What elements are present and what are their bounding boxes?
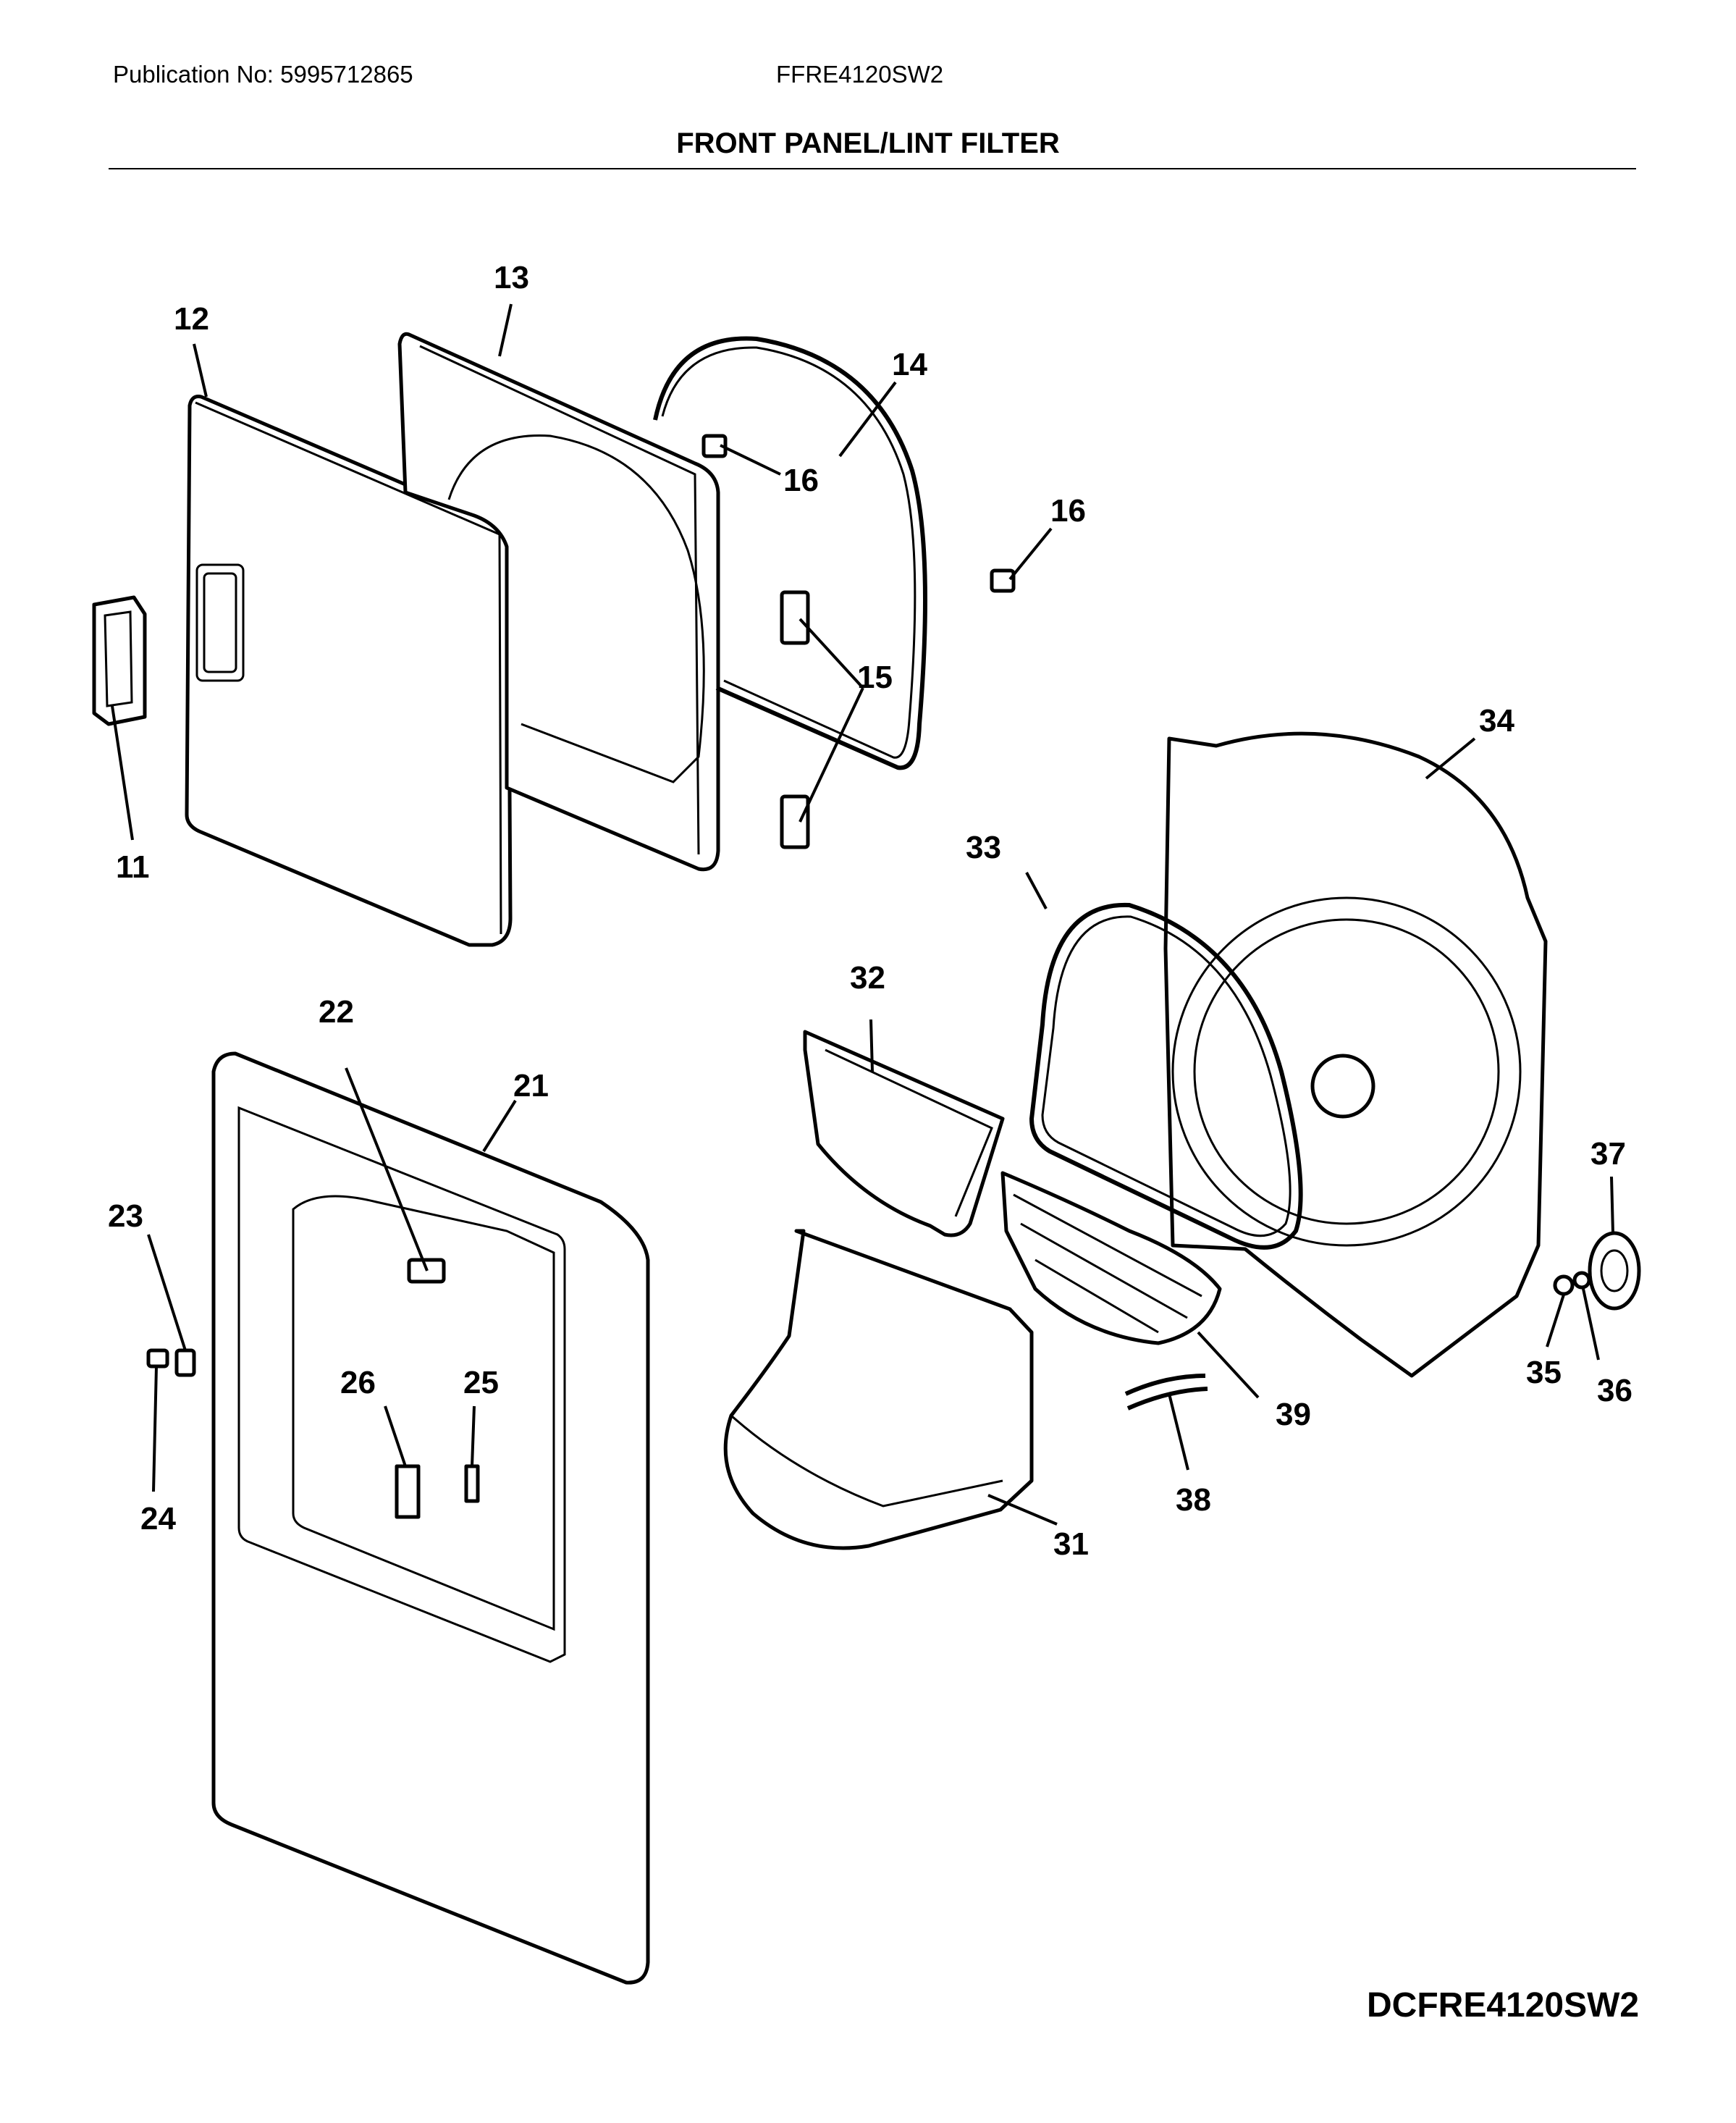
callout-37: 37 (1590, 1136, 1626, 1172)
part-32-lint-filter (803, 1030, 1005, 1237)
callout-32: 32 (850, 960, 885, 996)
header-rule (109, 168, 1636, 169)
part-21-front-panel (211, 1051, 650, 1985)
callout-labels: 11 12 13 14 15 16 16 21 22 23 24 25 26 3… (108, 260, 1632, 1562)
callout-11: 11 (116, 849, 150, 885)
part-25-bracket (464, 1464, 480, 1503)
part-39-lint-screen (1000, 1171, 1222, 1345)
callout-21: 21 (513, 1068, 549, 1103)
part-38-seal (1124, 1374, 1208, 1411)
part-14-door-gasket (653, 336, 927, 770)
part-33-drum-seal (1029, 902, 1303, 1250)
page-title: FRONT PANEL/LINT FILTER (676, 127, 1060, 159)
callout-39: 39 (1276, 1397, 1311, 1432)
leader-lines (111, 303, 1614, 1526)
part-24-clip (146, 1348, 169, 1369)
callout-14: 14 (892, 347, 927, 382)
callout-22: 22 (319, 994, 354, 1030)
callout-25: 25 (463, 1365, 499, 1400)
part-34-front-bulkhead (1163, 731, 1548, 1378)
part-15-hinges (780, 590, 810, 849)
part-11-door-handle (92, 595, 147, 726)
callout-16a: 16 (783, 463, 819, 498)
callout-24: 24 (140, 1501, 176, 1536)
part-37-bearing (1588, 1231, 1641, 1311)
publication-number: Publication No: 5995712865 (113, 61, 413, 88)
callout-13: 13 (494, 260, 529, 295)
part-16-clips (701, 434, 1016, 593)
callout-31: 31 (1053, 1526, 1089, 1562)
part-31-lint-duct (723, 1229, 1034, 1550)
callout-35: 35 (1526, 1355, 1562, 1390)
callout-33: 33 (966, 830, 1001, 865)
part-35-nut (1553, 1274, 1575, 1296)
model-number: FFRE4120SW2 (776, 61, 944, 88)
callout-16b: 16 (1050, 493, 1086, 529)
part-36-washer (1572, 1271, 1591, 1290)
callout-34: 34 (1479, 703, 1514, 739)
callout-12: 12 (174, 301, 209, 337)
callout-23: 23 (108, 1198, 143, 1234)
diagram-code: DCFRE4120SW2 (1367, 1986, 1640, 2025)
callout-15: 15 (857, 660, 893, 695)
callout-36: 36 (1597, 1373, 1632, 1408)
part-26-strip (395, 1464, 421, 1519)
part-13-inner-door (397, 332, 720, 872)
callout-26: 26 (340, 1365, 376, 1400)
part-23-clip (174, 1348, 196, 1377)
callout-38: 38 (1176, 1482, 1211, 1518)
